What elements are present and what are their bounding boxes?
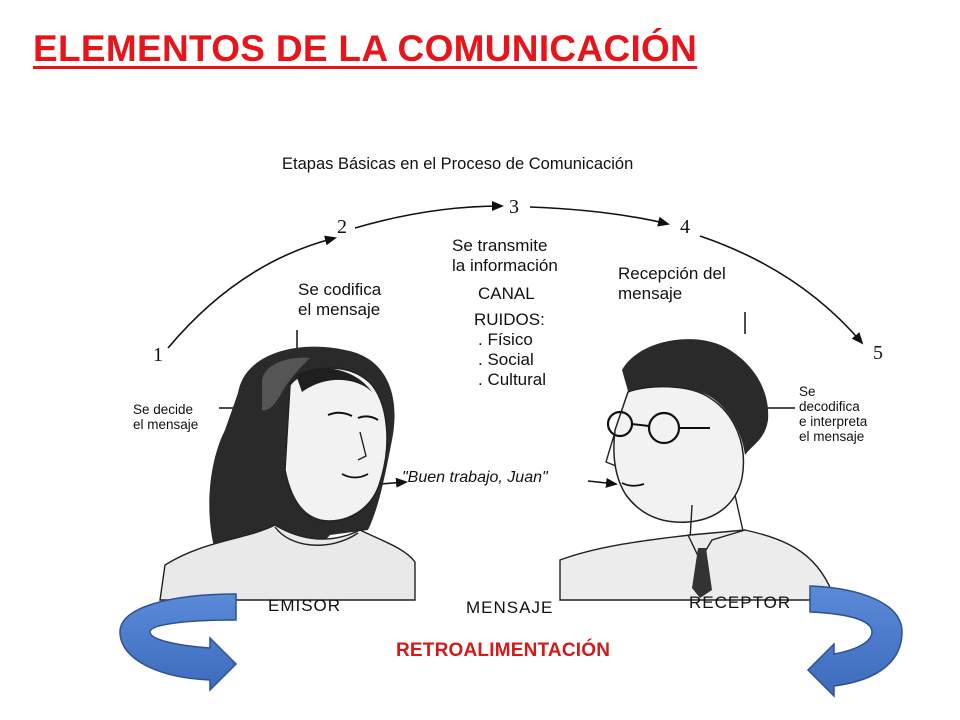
ruidos-block: RUIDOS: . Físico . Social . Cultural <box>474 310 546 390</box>
ruidos-label: RUIDOS: <box>474 310 545 329</box>
canal-label: CANAL <box>478 284 535 303</box>
step-3-number: 3 <box>509 196 519 218</box>
page-title: ELEMENTOS DE LA COMUNICACIÓN <box>33 28 698 69</box>
emisor-figure <box>159 346 416 601</box>
feedback-label: RETROALIMENTACIÓN <box>396 640 611 661</box>
step-1-text: Se decide el mensaje <box>133 402 199 432</box>
step-5-number: 5 <box>873 342 883 364</box>
ruido-cultural: . Cultural <box>478 370 547 389</box>
receptor-figure <box>559 339 836 601</box>
diagram-heading: Etapas Básicas en el Proceso de Comunica… <box>282 155 634 173</box>
step-4-text: Recepción del mensaje <box>618 264 726 303</box>
step-1-number: 1 <box>153 344 163 366</box>
step-3-text: Se transmite la información <box>452 236 558 275</box>
feedback-arrow-left <box>119 593 238 692</box>
step-4-number: 4 <box>680 216 690 238</box>
ruido-social: . Social <box>478 350 534 369</box>
receptor-label: RECEPTOR <box>689 593 792 612</box>
process-arc-2-3 <box>354 201 504 229</box>
ruido-fisico: . Físico <box>478 330 533 349</box>
feedback-arrow-right <box>806 585 903 698</box>
message-quote: "Buen trabajo, Juan" <box>402 469 548 486</box>
process-arc-3-4 <box>529 206 670 227</box>
message-arrow-left <box>379 477 408 488</box>
step-5-text: Se decodifica e interpreta el mensaje <box>799 384 868 444</box>
mensaje-label: MENSAJE <box>466 598 554 617</box>
message-arrow-right <box>587 477 618 488</box>
step-2-number: 2 <box>337 216 347 238</box>
process-arc-4-5 <box>699 235 864 345</box>
process-arc-1-2 <box>167 235 337 349</box>
step-2-text: Se codifica el mensaje <box>298 280 382 319</box>
emisor-label: EMISOR <box>268 596 342 615</box>
